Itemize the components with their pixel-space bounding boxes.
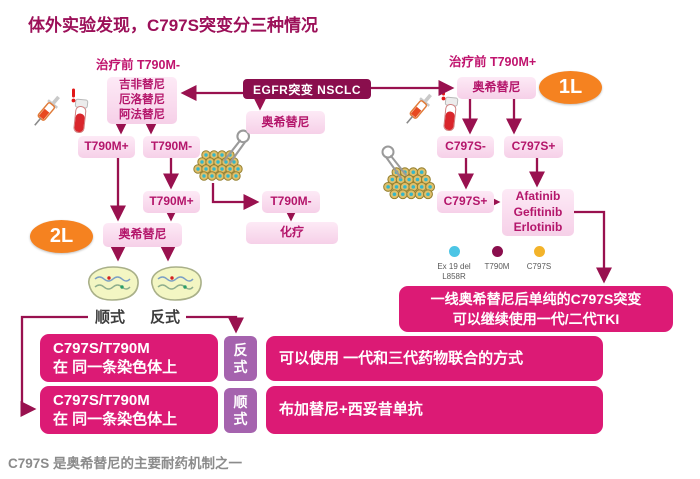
badge-second-line: 2L	[30, 220, 93, 253]
legend-dot-yellow	[533, 246, 545, 257]
cis-label: 顺式	[94, 309, 125, 326]
pre-treatment-t790m-pos-label: 治疗前 T790M+	[449, 55, 537, 69]
node-t790m-pos-2: T790M+	[143, 191, 200, 213]
legend-label: C797S	[526, 262, 552, 271]
tumor-cells-icon	[384, 168, 435, 199]
conclusion-row1-right: 可以使用 一代和三代药物联合的方式	[266, 336, 603, 381]
tumor-cells-icon	[194, 151, 242, 180]
node-c797s-neg: C797S-	[437, 136, 494, 158]
node-later-gen-tki: Afatinib Gefitinib Erlotinib	[502, 189, 574, 236]
legend-label: T790M	[484, 262, 510, 271]
tweezers-icon	[223, 129, 251, 165]
legend-dot-maroon	[491, 246, 503, 257]
node-osimertinib-left: 奥希替尼	[103, 223, 182, 247]
trans-label: 反式	[149, 309, 180, 326]
legend-item-c797s: C797S	[516, 246, 562, 272]
conclusion-pure-c797s: 一线奥希替尼后单纯的C797S突变 可以继续使用一代/二代TKI	[399, 286, 673, 332]
conclusion-row1-left: C797S/T790M 在 同一条染色体上	[40, 334, 218, 382]
node-c797s-pos-2: C797S+	[437, 191, 494, 213]
cis-tag: 顺式	[224, 388, 257, 433]
conclusion-row2-left: C797S/T790M 在 同一条染色体上	[40, 386, 218, 434]
legend-dot-cyan	[448, 246, 460, 257]
syringe-icon	[401, 90, 436, 128]
cell-clone-icon	[150, 266, 202, 301]
node-osimertinib-center: 奥希替尼	[246, 111, 325, 134]
footnote-caption: C797S 是奥希替尼的主要耐药机制之一	[8, 456, 243, 471]
legend-item-t790m: T790M	[474, 246, 520, 272]
node-chemotherapy: 化疗	[246, 222, 338, 244]
node-first-gen-drugs: 吉非替尼 厄洛替尼 阿法替尼	[107, 77, 177, 124]
node-c797s-pos: C797S+	[504, 136, 563, 158]
blood-tube-icon	[72, 98, 89, 134]
conclusion-row2-right: 布加替尼+西妥昔单抗	[266, 386, 603, 434]
node-t790m-neg-center: T790M-	[262, 191, 320, 213]
syringe-icon	[29, 92, 64, 130]
blood-tube-icon	[442, 96, 459, 132]
node-egfr-nsclc: EGFR突变 NSCLC	[243, 79, 371, 99]
blood-drop-icon	[70, 88, 77, 104]
legend-item-ex19del-l858r: Ex 19 del L858R	[431, 246, 477, 282]
trans-tag: 反式	[224, 336, 257, 381]
tweezers-icon	[381, 145, 407, 179]
legend-label: Ex 19 del L858R	[437, 262, 471, 281]
page-title: 体外实验发现，C797S突变分三种情况	[28, 16, 318, 35]
node-t790m-pos: T790M+	[78, 136, 135, 158]
badge-first-line: 1L	[539, 71, 602, 104]
pre-treatment-t790m-neg-label: 治疗前 T790M-	[96, 58, 181, 72]
cell-clone-icon	[87, 266, 139, 301]
blood-drop-icon	[440, 86, 447, 102]
node-t790m-neg: T790M-	[143, 136, 200, 158]
node-osimertinib-right: 奥希替尼	[457, 77, 536, 99]
